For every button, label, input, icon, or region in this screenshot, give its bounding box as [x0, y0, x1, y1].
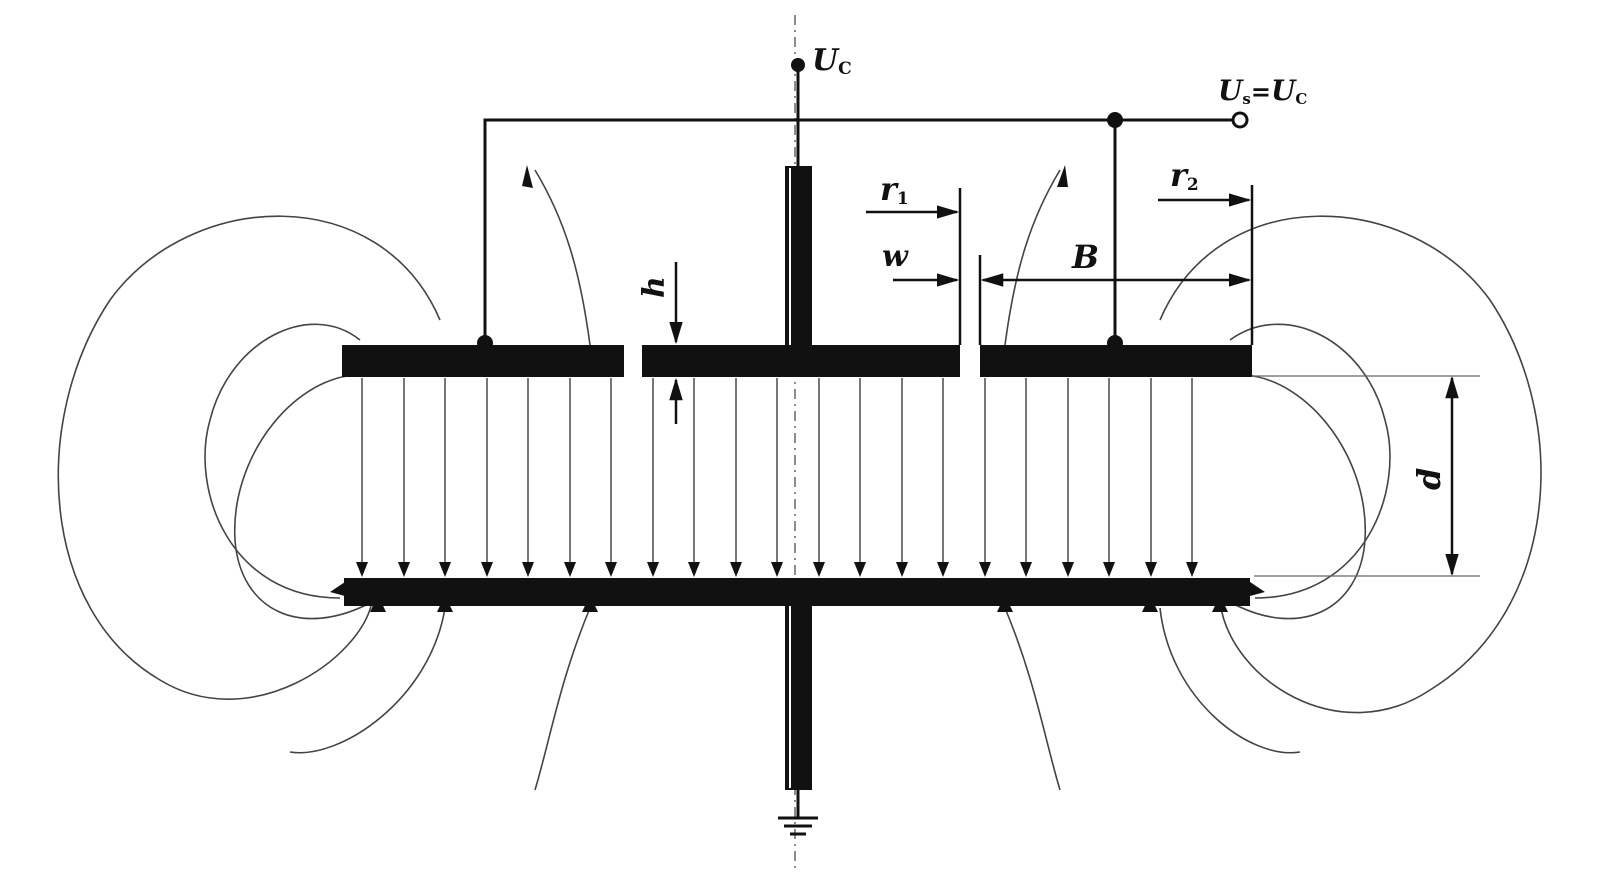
label-uc: UC	[812, 43, 852, 79]
field-arrowhead-18	[1103, 562, 1115, 577]
field-arrowhead-15	[979, 562, 991, 577]
bottom-electrode	[344, 578, 1250, 606]
field-arrowhead-6	[605, 562, 617, 577]
field-arrowhead-1	[398, 562, 410, 577]
ground-symbol	[778, 790, 818, 836]
field-arrowhead-17	[1062, 562, 1074, 577]
junction-dot-right	[1107, 335, 1123, 351]
label-h: h	[637, 276, 672, 298]
fringe-field-lines-left	[57, 169, 591, 791]
label-r2: r2	[1170, 156, 1199, 195]
dimension-arrows	[669, 193, 1459, 577]
field-arrowhead-4	[522, 562, 534, 577]
label-b: B	[1071, 238, 1099, 276]
extension-lines	[1254, 375, 1480, 577]
field-arrowhead-3	[481, 562, 493, 577]
fringe-field-lines-right	[1004, 169, 1542, 791]
field-arrowhead-11	[813, 562, 825, 577]
uniform-field-arrows	[356, 378, 1198, 577]
field-arrowhead-0	[356, 562, 368, 577]
field-arrowhead-20	[1186, 562, 1198, 577]
field-arrowhead-5	[564, 562, 576, 577]
field-arrowhead-16	[1020, 562, 1032, 577]
field-arrowhead-13	[896, 562, 908, 577]
field-arrowhead-9	[730, 562, 742, 577]
label-w: w	[882, 239, 909, 274]
field-arrowhead-2	[439, 562, 451, 577]
label-us-eq-uc: Us=UC	[1218, 74, 1307, 108]
terminal-uc	[791, 58, 805, 72]
field-arrowhead-7	[647, 562, 659, 577]
label-d: d	[1410, 468, 1448, 490]
field-arrowhead-19	[1145, 562, 1157, 577]
junction-dot-left	[477, 335, 493, 351]
terminal-us	[1231, 111, 1249, 129]
junction-dot-top	[1107, 112, 1123, 128]
field-arrowhead-12	[854, 562, 866, 577]
label-r1: r1	[880, 170, 909, 209]
wiring	[483, 65, 1236, 345]
field-arrowhead-8	[688, 562, 700, 577]
field-arrowhead-14	[937, 562, 949, 577]
center-electrode	[642, 345, 960, 377]
field-arrowhead-10	[771, 562, 783, 577]
